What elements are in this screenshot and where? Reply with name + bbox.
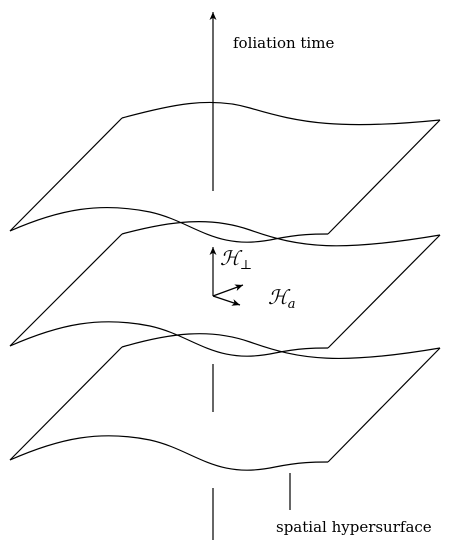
hypersurface-bottom	[9, 333, 441, 471]
normal-generator-label: ℋ⊥	[220, 246, 252, 273]
hypersurface-top	[9, 101, 441, 243]
tangential-generator-label: ℋa	[268, 285, 296, 312]
hypersurface-middle	[9, 221, 441, 357]
tangent-arrow-2	[212, 295, 241, 306]
hypersurface-label: spatial hypersurface	[276, 518, 432, 536]
axis-label: foliation time	[233, 34, 334, 52]
tangent-arrow-1	[212, 284, 244, 297]
